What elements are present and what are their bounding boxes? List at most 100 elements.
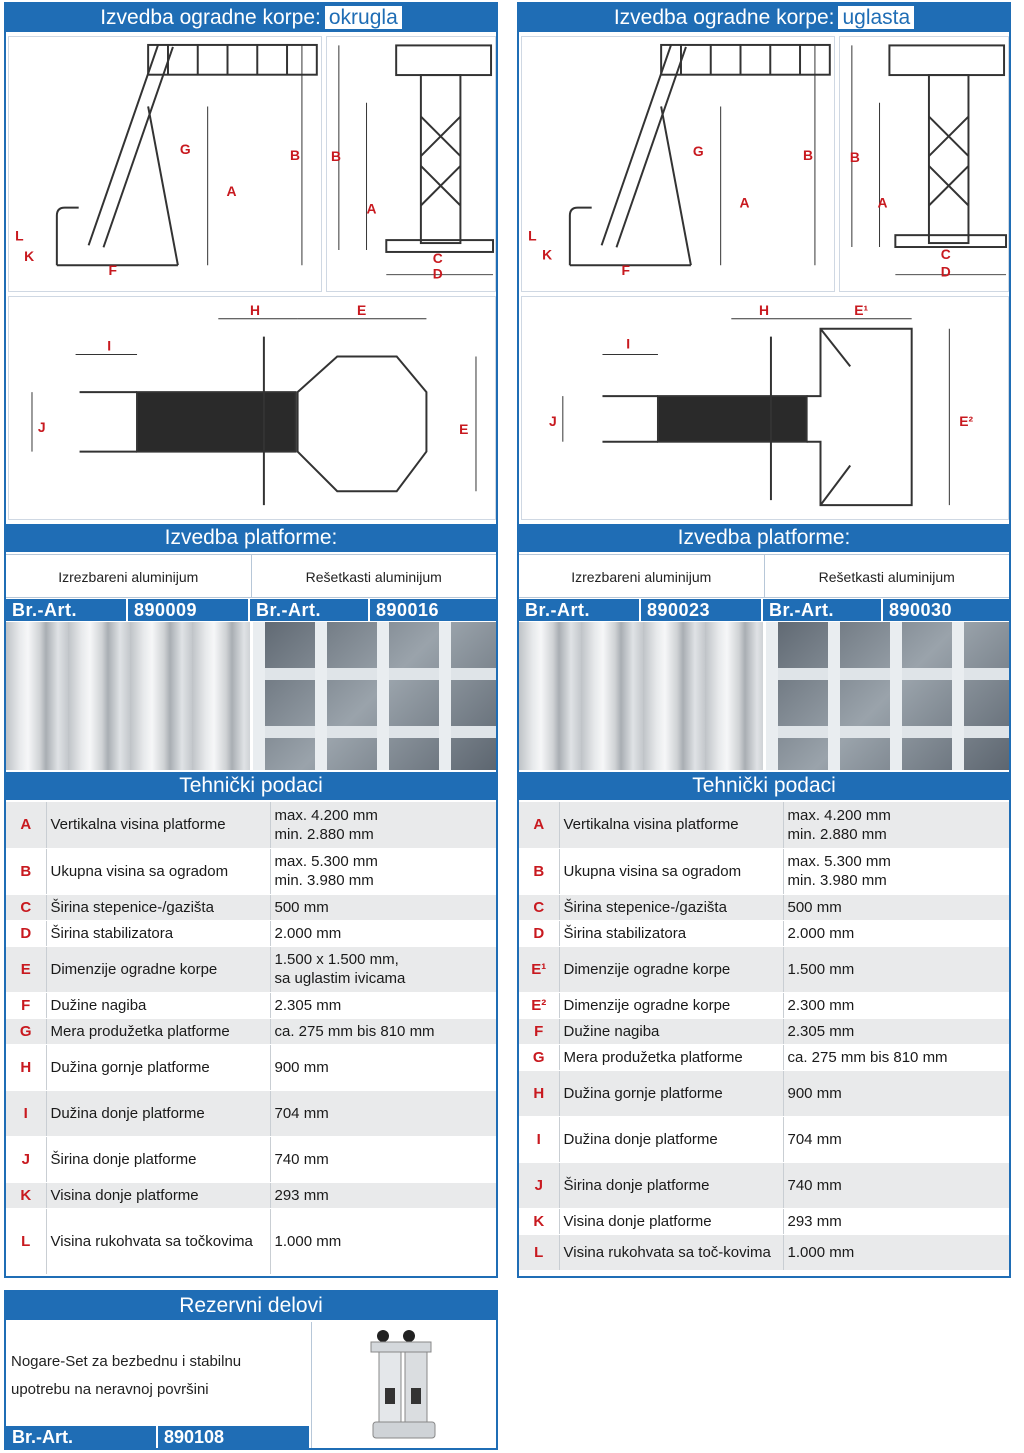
spec-value: 2.300 mm [783, 992, 1009, 1019]
spec-name: Dimenzije ogradne korpe [46, 946, 271, 993]
spec-value: 500 mm [783, 894, 1009, 921]
spec-key: C [519, 894, 560, 921]
spec-value: max. 4.200 mm min. 2.880 mm [270, 802, 496, 849]
right-side-view-drawing: G B A L K F [521, 36, 835, 292]
spare-art-number: 890108 [156, 1426, 309, 1448]
dim-label-G-r: G [693, 143, 704, 159]
spec-name: Ukupna visina sa ogradom [559, 848, 784, 895]
leg-set-icon [370, 1330, 436, 1439]
left-variant-1: Izrezbareni aluminijum [58, 569, 199, 585]
left-platform-title: Izvedba platforme: [6, 524, 496, 552]
right-platform-title: Izvedba platforme: [519, 524, 1009, 552]
left-variants-row: Izrezbareni aluminijum Rešetkasti alumin… [6, 554, 496, 598]
spec-key: E² [519, 992, 560, 1019]
dim-label-D-r: D [941, 264, 951, 280]
spec-key: L [519, 1234, 560, 1271]
right-top-view-svg: H E¹ I J E² [549, 302, 973, 507]
spec-name: Dužina gornje platforme [559, 1070, 784, 1117]
spec-name: Širina stabilizatora [46, 920, 271, 947]
spec-key: E [6, 946, 47, 993]
dim-label-I: I [107, 338, 111, 354]
spec-value: 1.500 mm [783, 946, 1009, 993]
right-photo-grating-aluminium [762, 622, 1009, 770]
left-panel: Izvedba ogradne korpe:okrugla G B A L K … [4, 2, 498, 1278]
spare-parts-description: Nogare-Set za bezbednu i stabilnu upotre… [11, 1353, 242, 1398]
dim-label-B-front-r: B [850, 149, 860, 165]
left-front-view-drawing: B A C D [326, 36, 496, 292]
spec-value: 740 mm [270, 1136, 496, 1183]
left-art-number-2: 890016 [368, 599, 496, 621]
spec-value: 1.500 x 1.500 mm, sa uglastim ivicama [270, 946, 496, 993]
spec-key: I [6, 1090, 47, 1137]
right-side-view-svg: G B A L K F [528, 43, 831, 278]
spec-key: K [6, 1182, 47, 1209]
spec-value: 704 mm [270, 1090, 496, 1137]
spec-name: Širina stabilizatora [559, 920, 784, 947]
right-panel: Izvedba ogradne korpe:uglasta G B A L K … [517, 2, 1011, 1278]
spare-art-label: Br.-Art. [12, 1427, 74, 1447]
left-side-view-svg: G B A L K F [15, 43, 318, 278]
spec-value: 1.000 mm [783, 1234, 1009, 1271]
spec-name: Visina donje platforme [559, 1208, 784, 1235]
left-title: Izvedba ogradne korpe: [100, 6, 321, 29]
right-variants-row: Izrezbareni aluminijum Rešetkasti alumin… [519, 554, 1009, 598]
spec-key: I [519, 1116, 560, 1163]
left-title-bar: Izvedba ogradne korpe:okrugla [6, 4, 496, 32]
dim-label-A-r: A [740, 195, 750, 211]
right-front-view-drawing: B A C D [839, 36, 1009, 292]
spec-key: C [6, 894, 47, 921]
spec-name: Dimenzije ogradne korpe [559, 992, 784, 1019]
spec-key: E¹ [519, 946, 560, 993]
spec-value: 2.305 mm [270, 992, 496, 1019]
spec-value: 1.000 mm [270, 1208, 496, 1275]
dim-label-F: F [108, 262, 116, 278]
spec-key: D [6, 920, 47, 947]
left-art-number-1: 890009 [126, 599, 248, 621]
left-front-view-svg: B A C D [331, 44, 495, 282]
spec-name: Dužina donje platforme [46, 1090, 271, 1137]
dim-label-L: L [15, 227, 24, 243]
spec-name: Dimenzije ogradne korpe [559, 946, 784, 993]
left-art-label-1: Br.-Art. [12, 600, 78, 620]
left-photo-ribbed-aluminium [6, 622, 250, 770]
spec-name: Vertikalna visina platforme [559, 802, 784, 849]
right-article-bar: Br.-Art. 890023 Br.-Art. 890030 [519, 599, 1009, 621]
spare-parts-panel: Rezervni delovi Nogare-Set za bezbednu i… [4, 1290, 498, 1450]
dim-label-H-r: H [759, 302, 769, 318]
spare-part-image [361, 1328, 451, 1448]
dim-label-H: H [250, 302, 260, 318]
spec-name: Širina donje platforme [559, 1162, 784, 1209]
right-variant-1: Izrezbareni aluminijum [571, 569, 712, 585]
left-variant-2: Rešetkasti aluminijum [250, 555, 497, 597]
right-variant-2: Rešetkasti aluminijum [763, 555, 1010, 597]
spec-value: 2.000 mm [783, 920, 1009, 947]
dim-label-G: G [180, 141, 191, 157]
right-title-tag: uglasta [838, 6, 915, 29]
spec-name: Ukupna visina sa ogradom [46, 848, 271, 895]
left-top-view-drawing: H E I J E [8, 296, 496, 520]
spec-value: 740 mm [783, 1162, 1009, 1209]
left-article-bar: Br.-Art. 890009 Br.-Art. 890016 [6, 599, 496, 621]
spec-name: Dužina donje platforme [559, 1116, 784, 1163]
spare-art-bar: Br.-Art. 890108 [6, 1426, 309, 1448]
spec-key: G [519, 1044, 560, 1071]
spec-name: Širina stepenice-/gazišta [46, 894, 271, 921]
dim-label-D: D [433, 266, 443, 282]
dim-label-L-r: L [528, 227, 537, 243]
spec-name: Širina stepenice-/gazišta [559, 894, 784, 921]
dim-label-J-r: J [549, 413, 557, 429]
